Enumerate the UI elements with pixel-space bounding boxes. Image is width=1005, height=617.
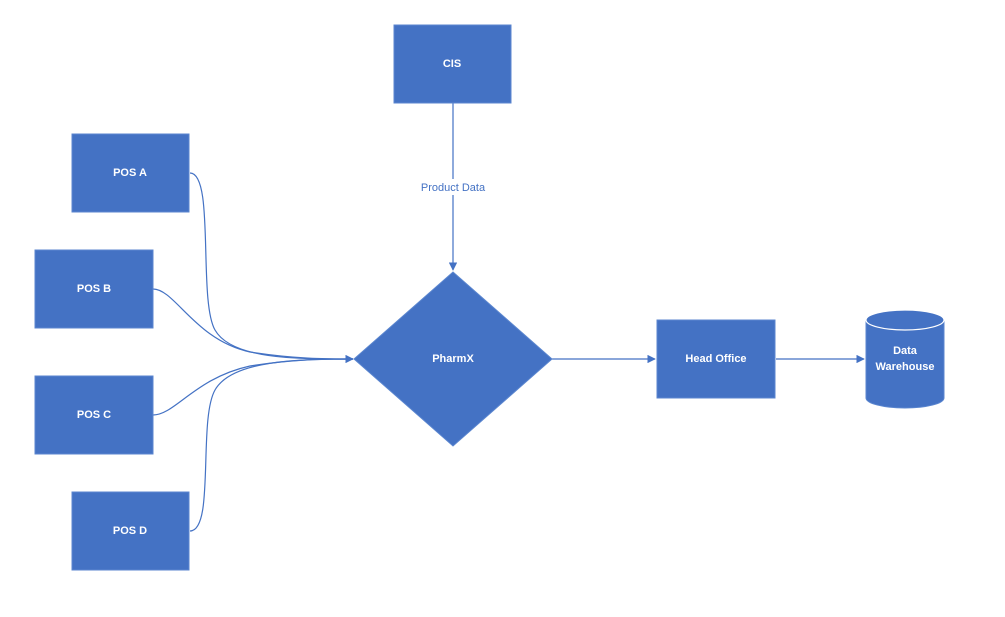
node-pos-d[interactable]: POS D [71,491,190,571]
node-head-office[interactable]: Head Office [656,319,776,399]
node-pos-c[interactable]: POS C [34,375,154,455]
node-pos-a[interactable]: POS A [71,133,190,213]
edge-pos-b-to-pharmx [152,288,354,360]
node-pos-a-label: POS A [113,167,147,179]
node-pos-b[interactable]: POS B [34,249,154,329]
node-cis-label: CIS [443,58,461,70]
node-data-warehouse-label-line2: Warehouse [876,361,935,373]
edge-pos-a-to-pharmx [189,172,354,360]
node-pharmx[interactable]: PharmX [353,271,553,447]
cylinder-top [865,309,945,331]
edge-label-bg [412,179,494,195]
node-head-office-label: Head Office [685,353,746,365]
node-pos-c-label: POS C [77,409,111,421]
edge-pos-d-to-pharmx [189,354,354,532]
edge-label-product-data: Product Data [421,182,486,194]
node-pharmx-label: PharmX [432,353,474,365]
node-data-warehouse-label-line1: Data [893,345,918,357]
node-pos-d-label: POS D [113,525,147,537]
node-pos-b-label: POS B [77,283,111,295]
node-data-warehouse[interactable]: Data Warehouse [865,309,945,409]
node-cis[interactable]: CIS [393,24,512,104]
edges: Product Data [152,103,865,532]
